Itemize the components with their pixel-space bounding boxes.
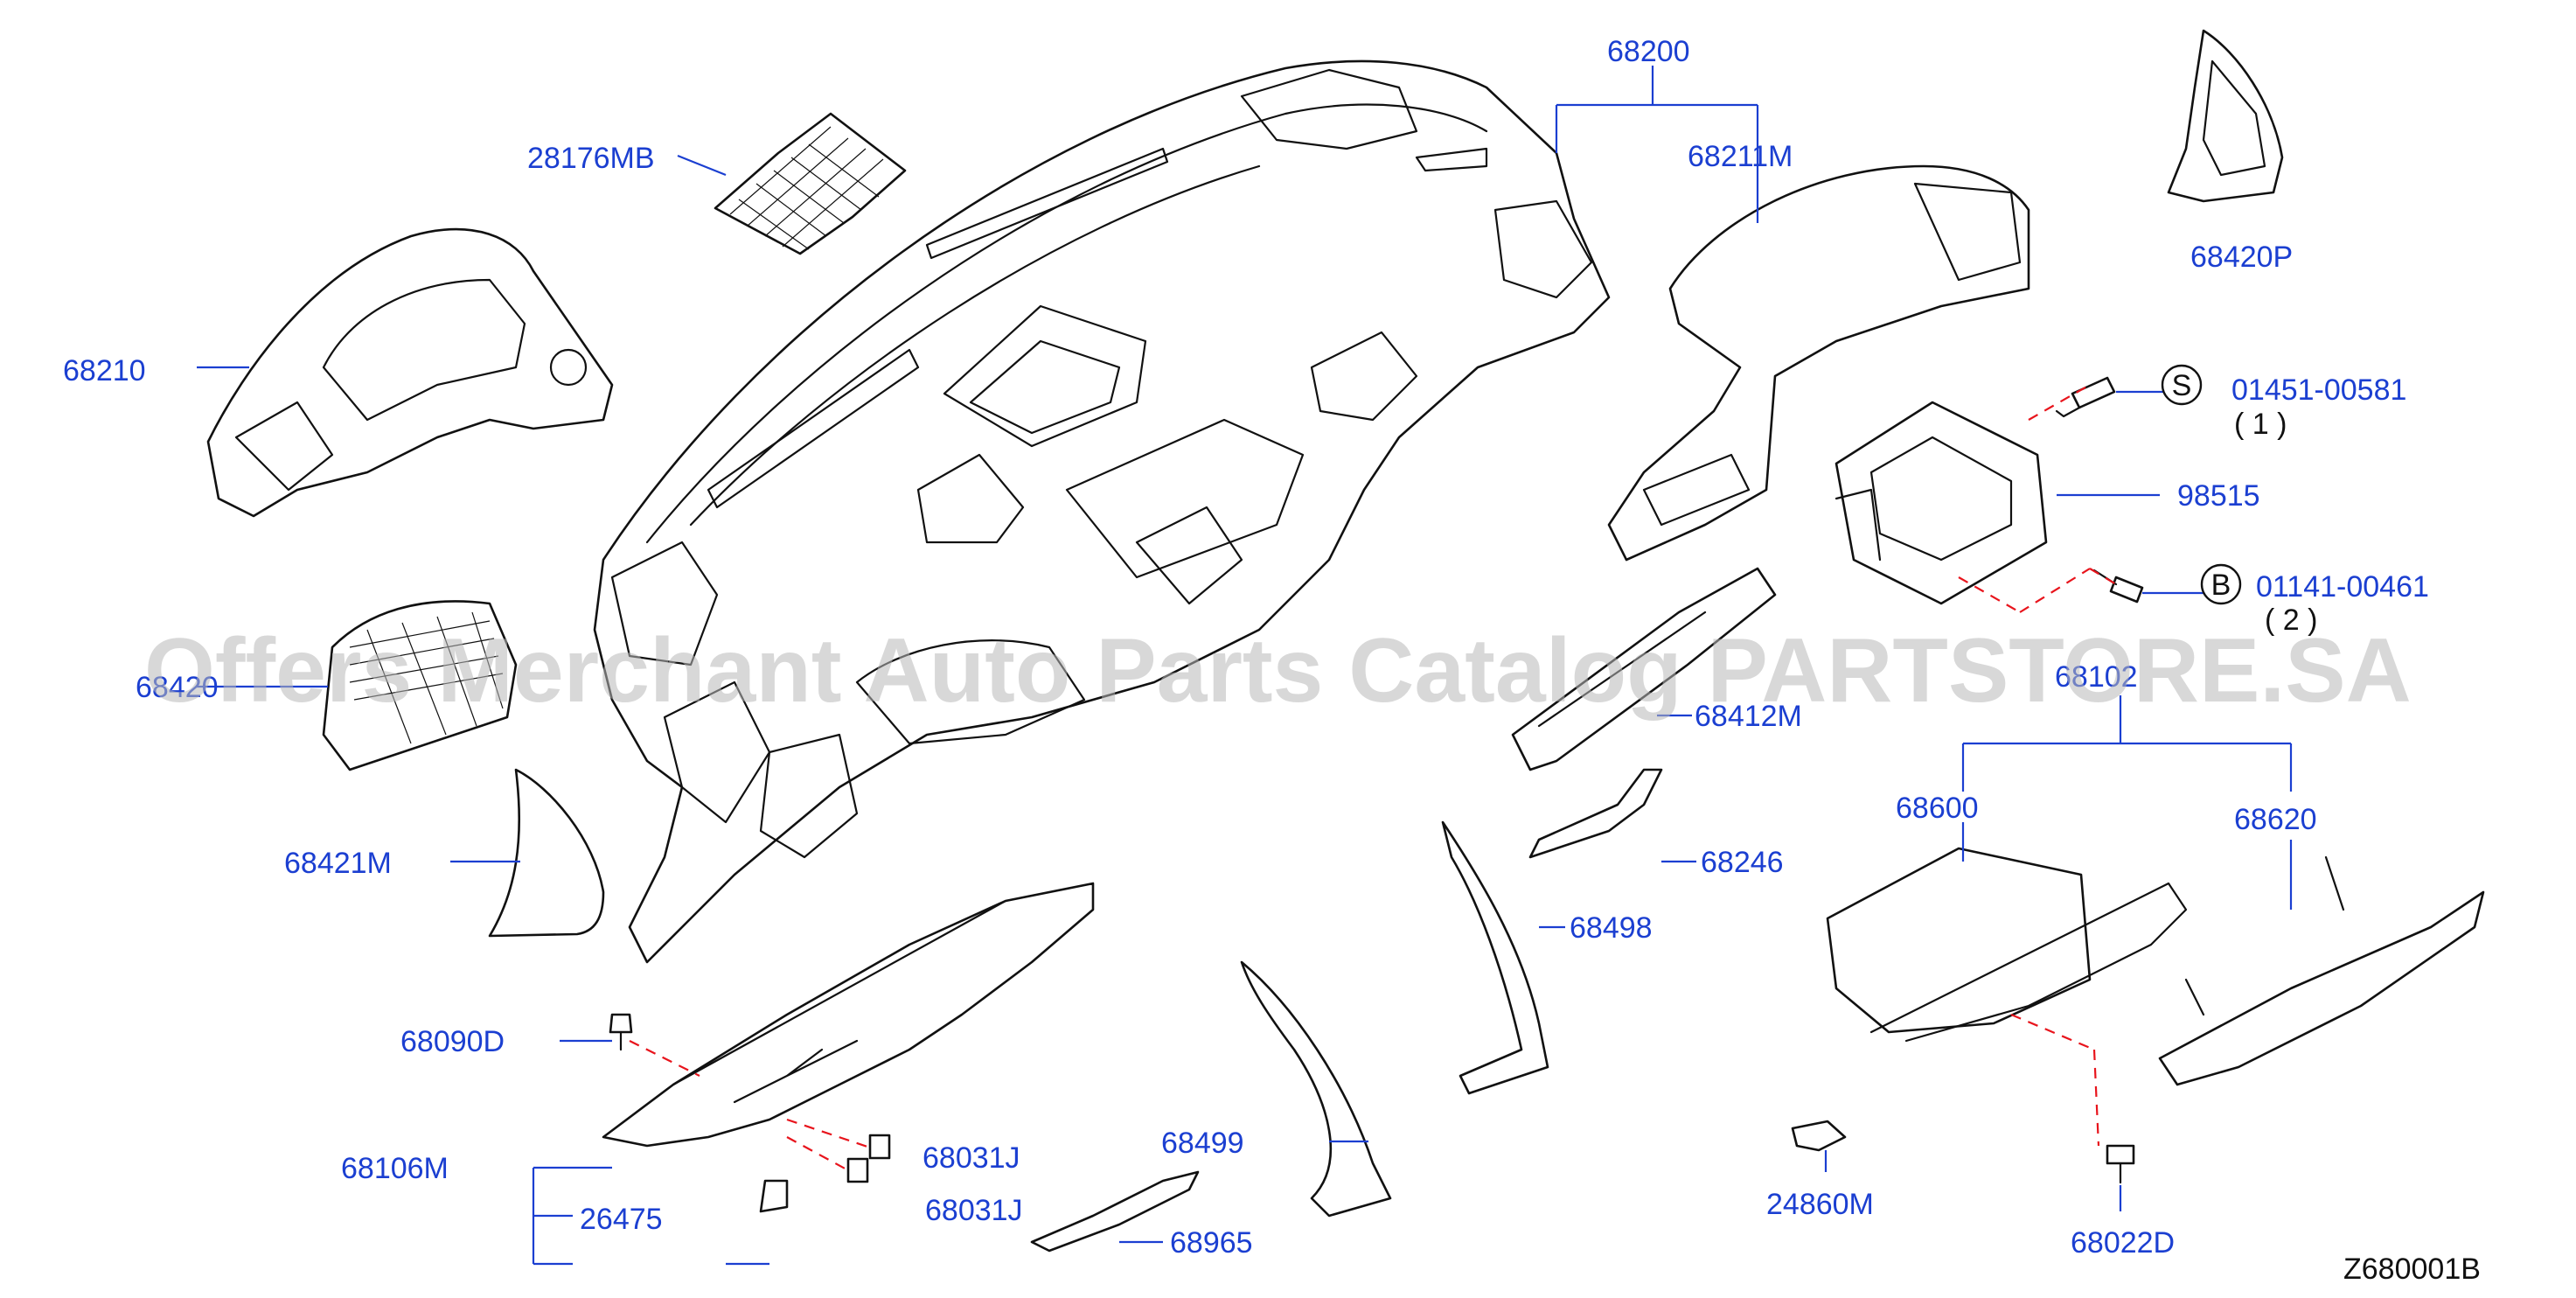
bolt-symbol-b: B	[2200, 563, 2242, 605]
bolt-symbol-b-text: B	[2211, 569, 2231, 602]
label-68246: 68246	[1701, 846, 1784, 879]
label-01451-qty: ( 1 )	[2234, 408, 2287, 441]
label-68106M: 68106M	[341, 1152, 449, 1185]
label-68412M: 68412M	[1695, 700, 1802, 733]
label-01141-00461: 01141-00461	[2256, 570, 2429, 604]
pillar-lower-drawing	[1240, 960, 1392, 1218]
label-68102: 68102	[2055, 660, 2138, 694]
label-68420P: 68420P	[2190, 241, 2293, 274]
bracket-drawing	[1835, 401, 2048, 605]
label-68031J-b: 68031J	[925, 1194, 1023, 1227]
speaker-grille-drawing	[714, 112, 907, 255]
side-vent-drawing	[322, 600, 518, 771]
label-68200: 68200	[1607, 35, 1690, 68]
part-labels: 68200 68211M 28176MB 68210 68420P 01451-…	[63, 35, 2481, 1286]
glove-box-drawing	[1826, 847, 2188, 1043]
glove-box-lid-drawing	[2158, 855, 2485, 1086]
label-68022D: 68022D	[2071, 1226, 2175, 1260]
corner-cover-drawing	[488, 768, 605, 938]
lower-cover-drawing	[602, 882, 1095, 1148]
pillar-finisher-drawing	[1441, 820, 1549, 1095]
label-68090D: 68090D	[400, 1025, 505, 1058]
label-68420: 68420	[136, 671, 219, 704]
label-26475: 26475	[580, 1203, 663, 1236]
side-panel-drawing	[1607, 164, 2030, 562]
trim-strip-drawing	[1528, 768, 1663, 859]
screw-symbol-s-text: S	[2172, 369, 2192, 402]
dashed-lines	[629, 384, 2117, 1171]
label-68421M: 68421M	[284, 847, 392, 880]
label-68211M: 68211M	[1688, 140, 1793, 173]
label-24860M: 24860M	[1766, 1188, 1874, 1221]
label-68210: 68210	[63, 354, 146, 387]
clip-drawing	[759, 1120, 1847, 1213]
label-68031J-a: 68031J	[922, 1141, 1020, 1175]
lower-strip-drawing	[1030, 1170, 1200, 1253]
leader-lines	[197, 66, 2293, 1266]
label-68620: 68620	[2234, 803, 2317, 836]
label-68499: 68499	[1161, 1127, 1244, 1160]
label-68965: 68965	[1170, 1226, 1253, 1260]
side-finisher-drawing	[2167, 29, 2284, 203]
label-98515: 98515	[2177, 479, 2260, 513]
instrument-panel-drawing	[593, 59, 1611, 964]
label-01451-00581: 01451-00581	[2231, 373, 2406, 407]
screw-symbol-s: S	[2161, 364, 2203, 406]
label-01141-qty: ( 2 )	[2265, 604, 2317, 637]
lower-finisher-drawing	[1511, 567, 1777, 771]
diagram-code: Z680001B	[2343, 1253, 2481, 1286]
label-68498: 68498	[1570, 911, 1653, 945]
label-28176MB: 28176MB	[527, 142, 655, 175]
watermark-text: Offers Merchant Auto Parts Catalog PARTS…	[144, 620, 2412, 722]
label-68600: 68600	[1896, 792, 1979, 825]
cluster-hood-drawing	[206, 227, 614, 518]
